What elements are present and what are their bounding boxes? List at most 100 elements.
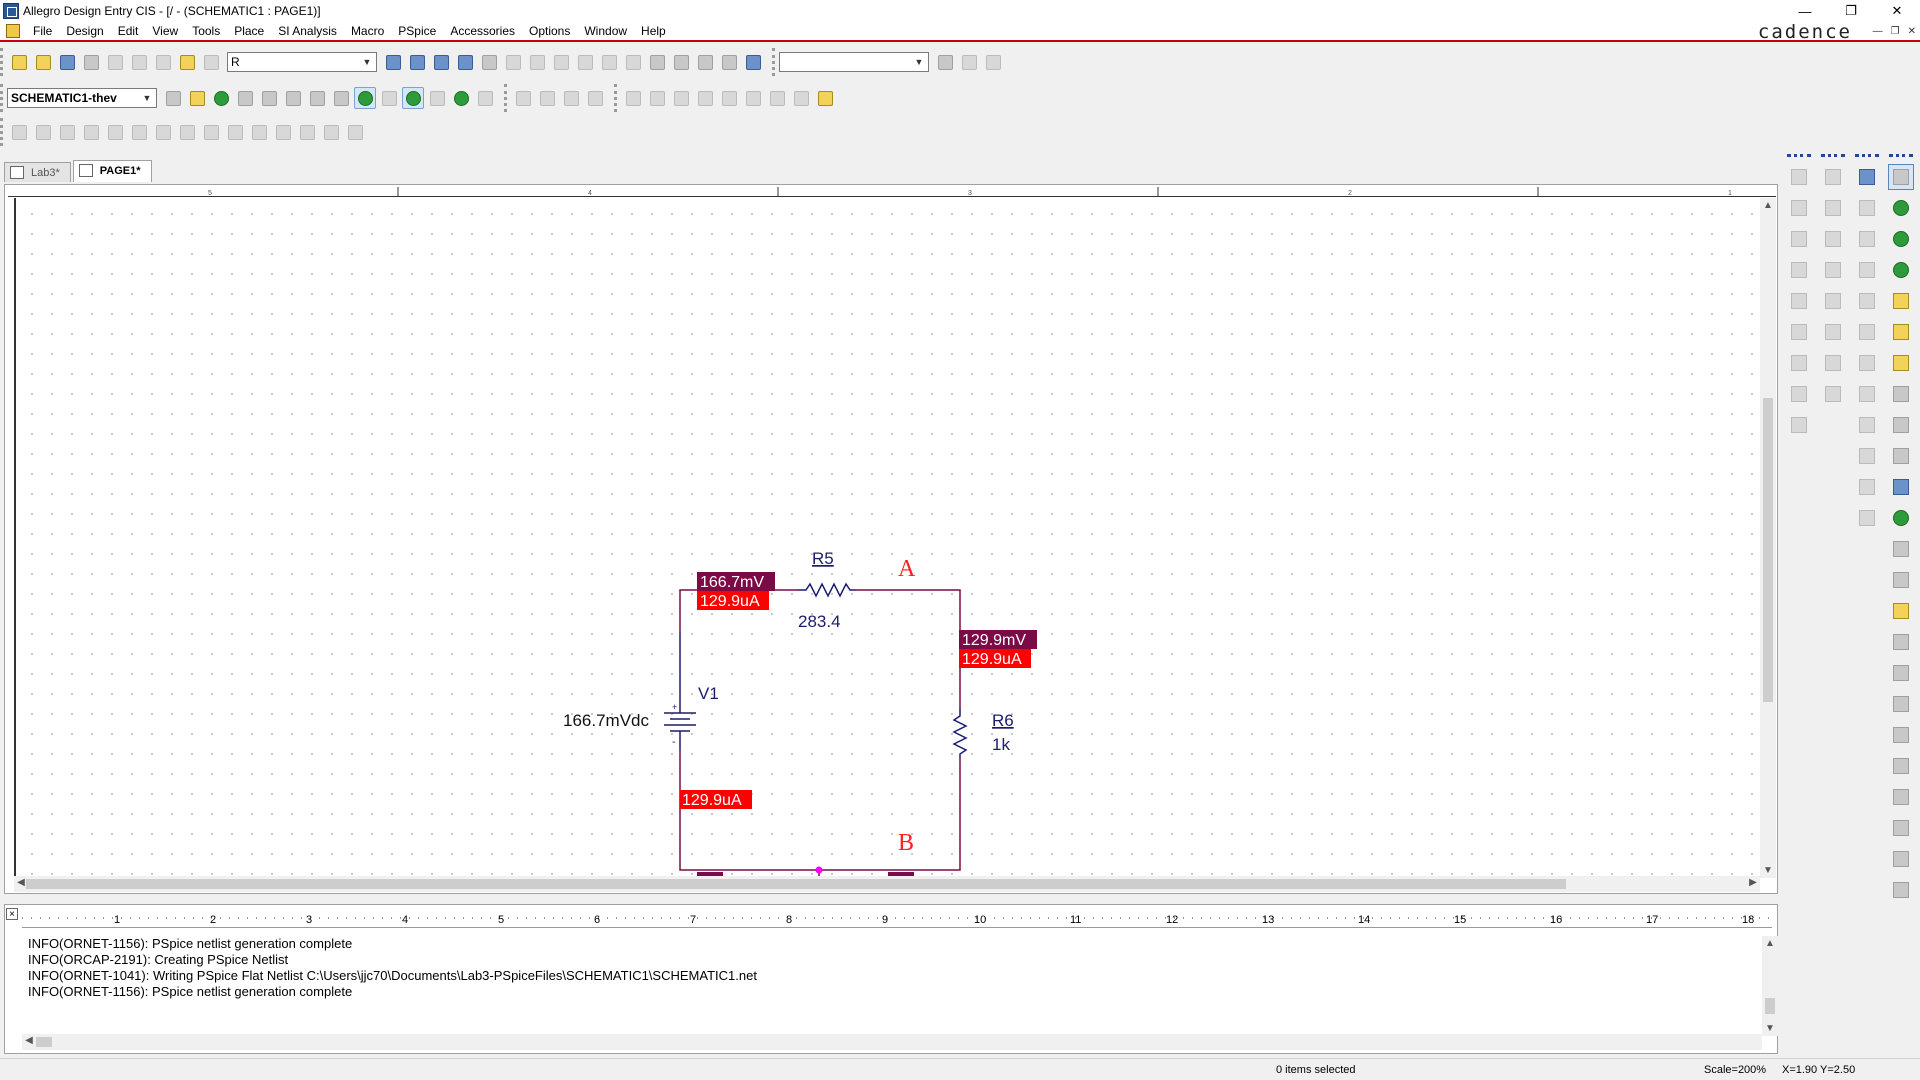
tab-lab3[interactable]: Lab3* [4,162,71,182]
lock-button[interactable] [814,87,836,109]
menu-pspice[interactable]: PSpice [398,24,437,38]
palette-tool-button[interactable] [1786,164,1812,190]
zoom-in-button[interactable] [382,51,404,73]
place-ieee-symbol-button[interactable] [1888,877,1914,903]
hierarchy-tool-15-button[interactable] [344,121,366,143]
place-hierarchical-block-button[interactable] [1888,474,1914,500]
menu-tools[interactable]: Tools [192,24,221,38]
scroll-left-arrow-icon[interactable]: ◀ [17,877,25,888]
place-arc-button[interactable] [1888,784,1914,810]
menu-place[interactable]: Place [234,24,265,38]
menu-options[interactable]: Options [529,24,571,38]
hierarchy-tool-11-button[interactable] [248,121,270,143]
resistor-r6-symbol[interactable] [952,708,968,758]
maximize-button[interactable]: ❐ [1845,3,1857,18]
copy-button[interactable] [128,51,150,73]
doc-close-button[interactable]: ✕ [1907,26,1916,37]
drag-connected-button[interactable] [694,51,716,73]
palette-tool-button[interactable] [1854,350,1880,376]
print-button[interactable] [80,51,102,73]
palette-tool-button[interactable] [1854,288,1880,314]
document-icon[interactable] [6,24,20,38]
scrollbar-thumb[interactable] [1765,998,1775,1014]
schematic-canvas[interactable]: R5 283.4 R6 1k + - V1 166.7mVdc [14,198,1760,876]
scroll-down-arrow-icon[interactable]: ▼ [1765,1023,1775,1034]
schematic-horizontal-scrollbar[interactable]: ◀ ▶ [14,876,1760,892]
schematic-vertical-scrollbar[interactable]: ▲ ▼ [1760,198,1776,878]
place-bus-button[interactable] [1888,288,1914,314]
place-net-alias-button[interactable] [1888,381,1914,407]
place-rectangle-button[interactable] [1888,722,1914,748]
voltage-display-toggle-button[interactable] [378,87,400,109]
palette-tool-button[interactable] [1854,319,1880,345]
place-junction-button[interactable] [1888,319,1914,345]
scroll-down-arrow-icon[interactable]: ▼ [1763,865,1773,876]
find-next-button[interactable] [982,51,1004,73]
cut-button[interactable] [104,51,126,73]
palette-tool-button[interactable] [1820,164,1846,190]
align-middle-button[interactable] [718,87,740,109]
r6-reference[interactable]: R6 [992,711,1014,730]
enable-bias-current-button[interactable] [402,87,424,109]
scroll-up-arrow-icon[interactable]: ▲ [1765,938,1775,949]
v1-reference[interactable]: V1 [698,684,719,703]
palette-tool-button[interactable] [1786,257,1812,283]
session-log-text[interactable]: INFO(ORNET-1156): PSpice netlist generat… [28,936,757,1000]
close-icon[interactable]: × [6,908,18,920]
hierarchy-tool-12-button[interactable] [272,121,294,143]
palette-tool-button[interactable] [1820,319,1846,345]
palette-tool-button[interactable] [1854,226,1880,252]
palette-tool-button[interactable] [1786,319,1812,345]
current-marker-bottom-left[interactable]: 129.9uA [682,792,742,809]
node-b-label[interactable]: B [898,830,914,856]
palette-tool-button[interactable] [1820,350,1846,376]
palette-tool-button[interactable] [1786,288,1812,314]
help-button[interactable] [742,51,764,73]
current-marker-top-left[interactable]: 129.9uA [700,593,760,610]
part-search-combo[interactable]: R ▼ [227,52,377,72]
place-ground-button[interactable] [1888,443,1914,469]
power-marker-button[interactable] [330,87,352,109]
palette-tool-button[interactable] [1854,505,1880,531]
area-select-button[interactable] [670,51,692,73]
align-left-button[interactable] [622,87,644,109]
dc-source-v1-symbol[interactable] [664,632,696,750]
palette-tool-button[interactable] [1820,195,1846,221]
drc-button[interactable] [550,51,572,73]
align-tool-4-button[interactable] [584,87,606,109]
enable-bias-voltage-button[interactable] [354,87,376,109]
session-log-vertical-scrollbar[interactable]: ▲ ▼ [1762,936,1778,1036]
voltage-diff-marker-button[interactable] [282,87,304,109]
annotate-button[interactable] [502,51,524,73]
minimize-button[interactable]: — [1798,3,1812,19]
menu-view[interactable]: View [152,24,179,38]
hierarchy-tool-10-button[interactable] [224,121,246,143]
zoom-area-button[interactable] [430,51,452,73]
save-button[interactable] [56,51,78,73]
place-no-connect-button[interactable] [1888,629,1914,655]
new-simulation-profile-button[interactable] [162,87,184,109]
place-polyline-button[interactable] [1888,691,1914,717]
align-tool-1-button[interactable] [512,87,534,109]
distribute-vertical-button[interactable] [790,87,812,109]
palette-tool-button[interactable] [1786,412,1812,438]
undo-button[interactable] [176,51,198,73]
hierarchy-tool-7-button[interactable] [152,121,174,143]
current-display-toggle-button[interactable] [426,87,448,109]
place-bezier-button[interactable] [1888,815,1914,841]
hierarchy-tool-13-button[interactable] [296,121,318,143]
hierarchy-tool-3-button[interactable] [56,121,78,143]
view-button[interactable] [478,51,500,73]
node-a-label[interactable]: A [898,556,916,582]
doc-restore-button[interactable]: ❐ [1890,26,1900,37]
find-previous-button[interactable] [958,51,980,73]
open-button[interactable] [32,51,54,73]
place-power-button[interactable] [1888,412,1914,438]
r5-value[interactable]: 283.4 [798,612,841,631]
menu-design[interactable]: Design [66,24,104,38]
palette-tool-button[interactable] [1820,257,1846,283]
scrollbar-thumb[interactable] [36,1037,52,1047]
toolbar-grip[interactable] [1787,154,1811,160]
menu-help[interactable]: Help [641,24,666,38]
palette-tool-button[interactable] [1820,288,1846,314]
